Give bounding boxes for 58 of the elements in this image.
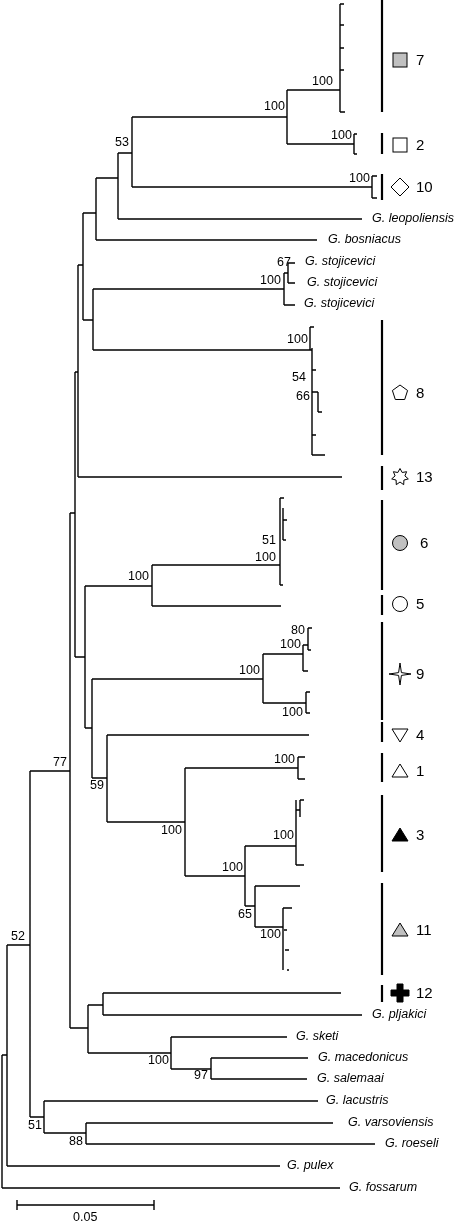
clade-number: 5	[416, 596, 425, 611]
bootstrap-value: 100	[148, 1053, 169, 1068]
bootstrap-value: 100	[349, 171, 370, 186]
bootstrap-value: 100	[161, 823, 182, 838]
clade-number: 7	[416, 52, 425, 67]
bootstrap-value: 97	[194, 1068, 208, 1083]
clade-number: 1	[416, 763, 425, 778]
bootstrap-value: 77	[53, 755, 67, 770]
species-name: G. stojicevici	[305, 254, 376, 269]
clade-number: 4	[416, 727, 425, 742]
bootstrap-value: 51	[262, 533, 276, 548]
clade-number: 3	[416, 827, 425, 842]
species-name: G. macedonicus	[318, 1050, 409, 1065]
bootstrap-value: 100	[312, 74, 333, 89]
bootstrap-value: 67	[277, 255, 291, 270]
clade-number: 12	[416, 985, 433, 1000]
bootstrap-value: 100	[287, 332, 308, 347]
species-name: G. leopoliensis	[372, 211, 454, 226]
bootstrap-value: 59	[90, 778, 104, 793]
bootstrap-value: 53	[115, 135, 129, 150]
species-name: G. stojicevici	[304, 296, 375, 311]
bootstrap-value: 65	[238, 907, 252, 922]
bootstrap-value: 51	[28, 1118, 42, 1133]
clade-number: 8	[416, 385, 425, 400]
clade-number: 6	[420, 535, 429, 550]
bootstrap-value: 100	[331, 128, 352, 143]
species-name: G. pulex	[287, 1158, 334, 1173]
species-name: G. pljakici	[372, 1007, 427, 1022]
clade-number: 10	[416, 179, 433, 194]
species-name: G. varsoviensis	[348, 1115, 434, 1130]
bootstrap-value: 66	[296, 389, 310, 404]
bootstrap-value: 100	[260, 273, 281, 288]
species-name: G. roeseli	[385, 1136, 439, 1151]
scale-label: 0.05	[73, 1210, 98, 1225]
bootstrap-value: 100	[255, 550, 276, 565]
bootstrap-value: 100	[264, 99, 285, 114]
bootstrap-value: 80	[291, 623, 305, 638]
species-name: G. fossarum	[349, 1180, 418, 1195]
bootstrap-value: 100	[222, 860, 243, 875]
bootstrap-value: 100	[282, 705, 303, 720]
clade-number: 2	[416, 137, 425, 152]
bootstrap-value: 100	[274, 752, 295, 767]
species-name: G. lacustris	[326, 1093, 389, 1108]
bootstrap-value: 100	[280, 637, 301, 652]
bootstrap-value: 100	[273, 828, 294, 843]
clade-number: 9	[416, 666, 425, 681]
species-name: G. bosniacus	[328, 232, 401, 247]
bootstrap-value: 88	[69, 1134, 83, 1149]
species-name: G. salemaai	[317, 1071, 384, 1086]
bootstrap-value: 100	[128, 569, 149, 584]
clade-number: 13	[416, 469, 433, 484]
bootstrap-value: 54	[292, 370, 306, 385]
bootstrap-value: 100	[239, 663, 260, 678]
bootstrap-value: 100	[260, 927, 281, 942]
clade-number: 11	[416, 922, 432, 937]
species-name: G. sketi	[296, 1029, 339, 1044]
bootstrap-value: 52	[11, 929, 25, 944]
species-name: G. stojicevici	[307, 275, 378, 290]
